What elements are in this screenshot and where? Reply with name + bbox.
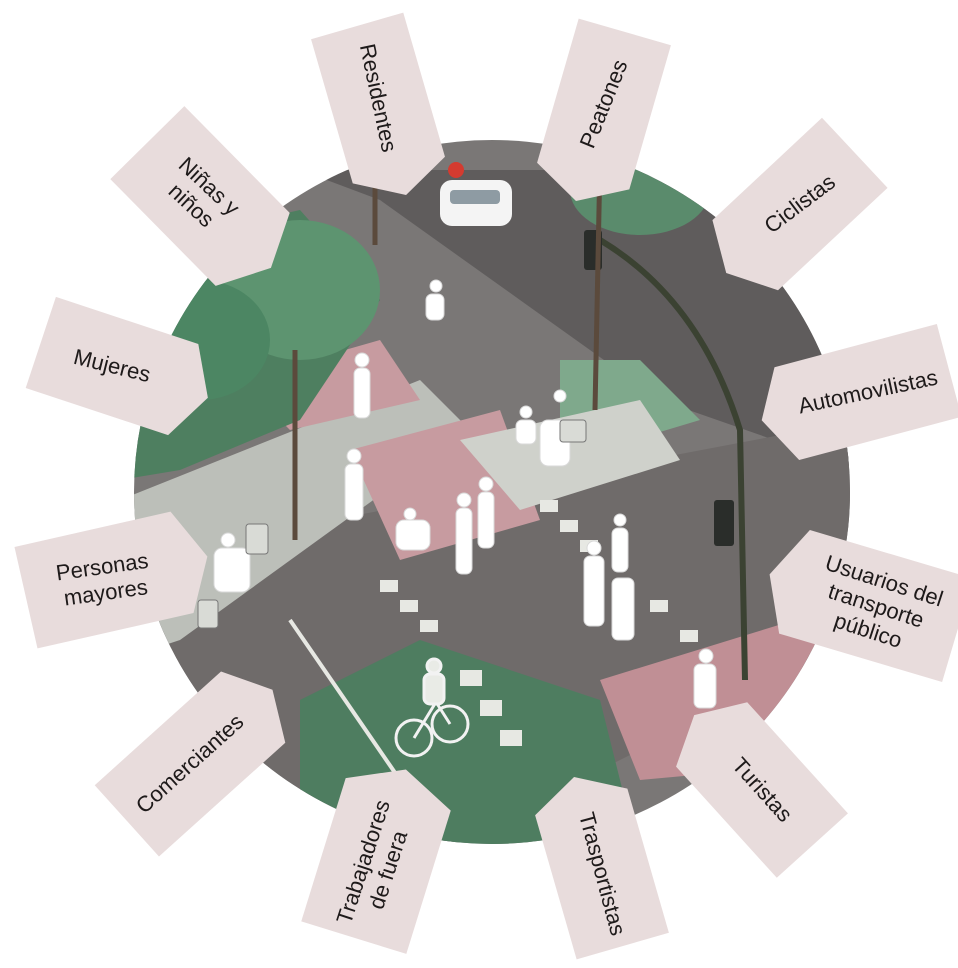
tag-shape bbox=[14, 511, 208, 649]
pedestrian-icon bbox=[213, 532, 251, 593]
pedestrian-icon bbox=[344, 448, 364, 521]
stakeholder-tag-ninas-ninos: Niñas yniños bbox=[110, 106, 290, 286]
tag-shape bbox=[537, 18, 671, 202]
road-edge-line bbox=[288, 618, 402, 782]
pedestrian-icon bbox=[611, 577, 635, 641]
pedestrian-icon bbox=[425, 279, 445, 321]
stakeholder-tag-residentes: Residentes bbox=[311, 12, 445, 196]
tag-shape bbox=[535, 776, 669, 960]
tag-shape bbox=[110, 106, 290, 286]
stakeholder-tag-peatones: Peatones bbox=[537, 18, 671, 202]
tag-shape bbox=[769, 530, 958, 682]
tree-trunk bbox=[592, 159, 603, 411]
stakeholder-tag-trabajadores: Trabajadoresde fuera bbox=[301, 769, 451, 954]
bench-icon bbox=[559, 419, 587, 443]
stakeholder-tag-ciclistas: Ciclistas bbox=[712, 117, 888, 291]
bench-icon bbox=[245, 523, 269, 555]
pedestrian-icon bbox=[395, 507, 431, 551]
tag-shape bbox=[712, 117, 888, 291]
traffic-light-pole bbox=[598, 237, 748, 681]
tag-shape bbox=[761, 324, 958, 460]
pedestrian-icon bbox=[477, 476, 495, 549]
tag-shape bbox=[94, 671, 286, 857]
stakeholder-tag-personas-mayores: Personasmayores bbox=[14, 511, 208, 649]
traffic-light-icon bbox=[714, 500, 734, 546]
pedestrian-icon bbox=[693, 648, 717, 709]
car-icon bbox=[440, 162, 512, 226]
pedestrian-icon bbox=[353, 352, 371, 419]
stakeholder-tag-automovilistas: Automovilistas bbox=[761, 324, 958, 460]
tag-shape bbox=[25, 296, 208, 436]
pedestrian-icon bbox=[455, 492, 473, 575]
pedestrian-icon bbox=[611, 513, 629, 573]
stakeholder-tag-trasportistas: Trasportistas bbox=[535, 776, 669, 960]
tag-shape bbox=[676, 702, 848, 878]
stakeholder-tag-turistas: Turistas bbox=[676, 702, 848, 878]
bench-icon bbox=[197, 599, 219, 629]
pedestrian-icon bbox=[515, 405, 537, 445]
pedestrian-icon bbox=[583, 540, 605, 627]
stakeholder-tag-mujeres: Mujeres bbox=[25, 296, 208, 436]
tag-shape bbox=[311, 12, 445, 196]
cyclist-icon bbox=[394, 657, 470, 758]
stakeholder-tags: Residentes PeatonesCiclistasAutomovilista… bbox=[14, 12, 958, 960]
tag-shape bbox=[301, 769, 451, 954]
